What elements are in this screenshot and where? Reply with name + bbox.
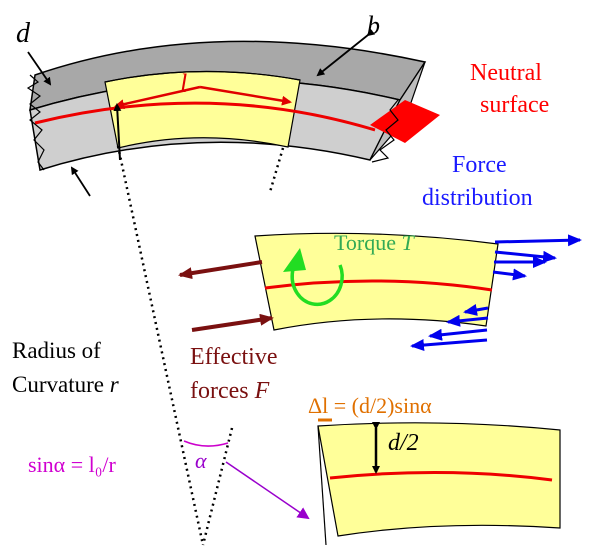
radius-label-var: r <box>110 372 120 397</box>
sin-equation-label: sinα = l₀/r <box>28 452 117 477</box>
alpha-label: α <box>195 448 207 473</box>
force-arrow-6 <box>446 314 489 327</box>
force-arrow-1 <box>494 234 582 247</box>
label-l: l <box>180 69 187 98</box>
d-arrow-top <box>27 51 52 86</box>
alpha-pointer-arrow <box>225 461 310 520</box>
neutral-line-top <box>34 101 376 132</box>
torque-label-var: T <box>402 230 416 255</box>
torque-arrowhead <box>283 248 306 272</box>
radius-label-1: Radius of <box>12 338 101 363</box>
effective-forces-label-2-text: forces <box>190 378 255 404</box>
d-arrow-bottom <box>70 166 91 197</box>
neutral-surface-label-2: surface <box>480 92 549 118</box>
label-d: d <box>16 18 31 49</box>
right-break-line <box>371 99 399 163</box>
effective-forces-label-var: F <box>254 378 270 404</box>
radius-label-2-text: Curvature <box>12 372 110 397</box>
radius-line-left <box>116 145 205 546</box>
beam-segment <box>104 70 301 149</box>
torque-label-text: Torque <box>334 230 402 255</box>
left-break-line <box>26 74 45 171</box>
effective-force-bottom-arrow <box>191 313 274 332</box>
effective-forces-label-2: forces F <box>190 378 270 404</box>
delta-l-edge <box>317 425 327 546</box>
effective-force-top-arrow <box>178 260 263 280</box>
bottom-segment <box>225 418 561 546</box>
torque-segment <box>178 232 582 352</box>
neutral-line-bottom <box>329 470 553 482</box>
force-distribution-label-1: Force <box>452 152 507 178</box>
alpha-arc <box>183 440 229 447</box>
segment-top-edge <box>104 70 301 83</box>
delta-l-label: Δl = (d/2)sinα <box>308 393 432 418</box>
effective-forces-label-1: Effective <box>190 344 278 370</box>
bottom-segment-body <box>317 422 561 537</box>
b-arrow <box>316 28 376 77</box>
force-arrow-4 <box>492 268 527 281</box>
length-arrow-right <box>199 85 292 106</box>
angle-line-right <box>201 427 234 546</box>
force-distribution-label-2: distribution <box>422 185 533 211</box>
neutral-surface-label-1: Neutral <box>470 60 542 86</box>
radius-line-right <box>268 147 285 193</box>
force-arrow-7 <box>428 328 488 341</box>
half-d-label: d/2 <box>388 430 419 456</box>
torque-label: Torque T <box>334 230 416 255</box>
radius-label-2: Curvature r <box>12 372 120 397</box>
force-arrow-5 <box>463 304 489 316</box>
force-arrow-2 <box>494 250 557 263</box>
curved-beam <box>26 28 440 197</box>
length-arrow-left <box>114 85 201 110</box>
label-b: b <box>367 11 380 40</box>
radius-arrow <box>113 103 122 161</box>
force-arrow-8 <box>410 338 488 352</box>
